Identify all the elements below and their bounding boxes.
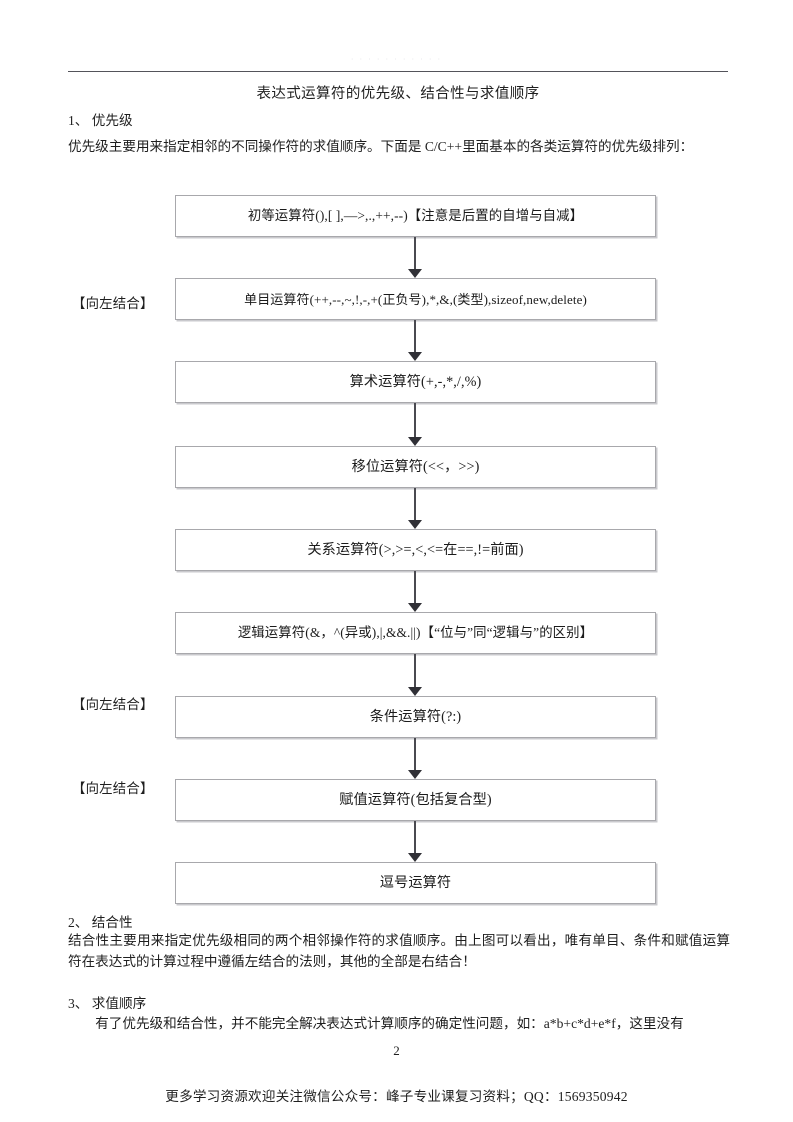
page-footer: 更多学习资源欢迎关注微信公众号：峰子专业课复习资料；QQ：1569350942: [165, 1089, 628, 1104]
flow-node-label: 逻辑运算符(&，^(异或),|,&&.||)【“位与”同“逻辑与”的区别】: [237, 625, 594, 641]
section-body-associativity: 结合性主要用来指定优先级相同的两个相邻操作符的求值顺序。由上图可以看出，唯有单目…: [68, 933, 730, 969]
flow-node-logical-operators[interactable]: 逻辑运算符(&，^(异或),|,&&.||)【“位与”同“逻辑与”的区别】: [175, 612, 656, 654]
arrow-head-icon: [408, 520, 422, 529]
flow-node-elementary-operators[interactable]: 初等运算符(),[ ],—>,.,++,--)【注意是后置的自增与自减】: [175, 195, 656, 237]
arrow-head-icon: [408, 687, 422, 696]
section-heading-evaluation-order: 3、 求值顺序: [68, 996, 147, 1011]
header-watermark: · · · · · · · · · · ·: [350, 55, 443, 64]
connector-arrow-3-4: [414, 488, 416, 520]
arrow-head-icon: [408, 853, 422, 862]
flow-node-label: 条件运算符(?:): [369, 708, 462, 725]
connector-arrow-1-2: [414, 320, 416, 352]
arrow-head-icon: [408, 352, 422, 361]
assoc-label-assignment: 【向左结合】: [72, 781, 154, 796]
flow-node-relational-operators[interactable]: 关系运算符(>,>=,<,<=在==,!=前面): [175, 529, 656, 571]
flow-node-label: 移位运算符(<<，>>): [351, 458, 480, 475]
section-heading-associativity: 2、 结合性: [68, 915, 133, 930]
page-title: 表达式运算符的优先级、结合性与求值顺序: [256, 86, 540, 102]
connector-arrow-0-1: [414, 237, 416, 269]
connector-arrow-7-8: [414, 821, 416, 853]
assoc-label-unary: 【向左结合】: [72, 296, 154, 311]
flow-node-label: 初等运算符(),[ ],—>,.,++,--)【注意是后置的自增与自减】: [247, 208, 584, 224]
section-body-precedence: 优先级主要用来指定相邻的不同操作符的求值顺序。下面是 C/C++里面基本的各类运…: [68, 139, 694, 154]
page-number: 2: [393, 1043, 400, 1058]
flow-node-assignment-operators[interactable]: 赋值运算符(包括复合型): [175, 779, 656, 821]
flow-node-label: 赋值运算符(包括复合型): [339, 791, 492, 808]
assoc-label-conditional: 【向左结合】: [72, 697, 154, 712]
connector-arrow-2-3: [414, 403, 416, 437]
connector-arrow-6-7: [414, 738, 416, 770]
arrow-head-icon: [408, 603, 422, 612]
section-heading-precedence: 1、 优先级: [68, 113, 133, 128]
flow-node-comma-operator[interactable]: 逗号运算符: [175, 862, 656, 904]
connector-arrow-5-6: [414, 654, 416, 687]
flow-node-label: 关系运算符(>,>=,<,<=在==,!=前面): [307, 541, 524, 558]
flow-node-shift-operators[interactable]: 移位运算符(<<，>>): [175, 446, 656, 488]
arrow-head-icon: [408, 770, 422, 779]
arrow-head-icon: [408, 437, 422, 446]
flow-node-label: 逗号运算符: [379, 874, 452, 891]
flow-node-label: 算术运算符(+,-,*,/,%): [349, 373, 482, 390]
flow-node-label: 单目运算符(++,--,~,!,-,+(正负号),*,&,(类型),sizeof…: [244, 291, 587, 307]
flow-node-conditional-operator[interactable]: 条件运算符(?:): [175, 696, 656, 738]
header-divider: [68, 71, 728, 72]
arrow-head-icon: [408, 269, 422, 278]
section-body-evaluation-order: 有了优先级和结合性，并不能完全解决表达式计算顺序的确定性问题，如：a*b+c*d…: [95, 1016, 684, 1031]
connector-arrow-4-5: [414, 571, 416, 603]
flow-node-arithmetic-operators[interactable]: 算术运算符(+,-,*,/,%): [175, 361, 656, 403]
flow-node-unary-operators[interactable]: 单目运算符(++,--,~,!,-,+(正负号),*,&,(类型),sizeof…: [175, 278, 656, 320]
